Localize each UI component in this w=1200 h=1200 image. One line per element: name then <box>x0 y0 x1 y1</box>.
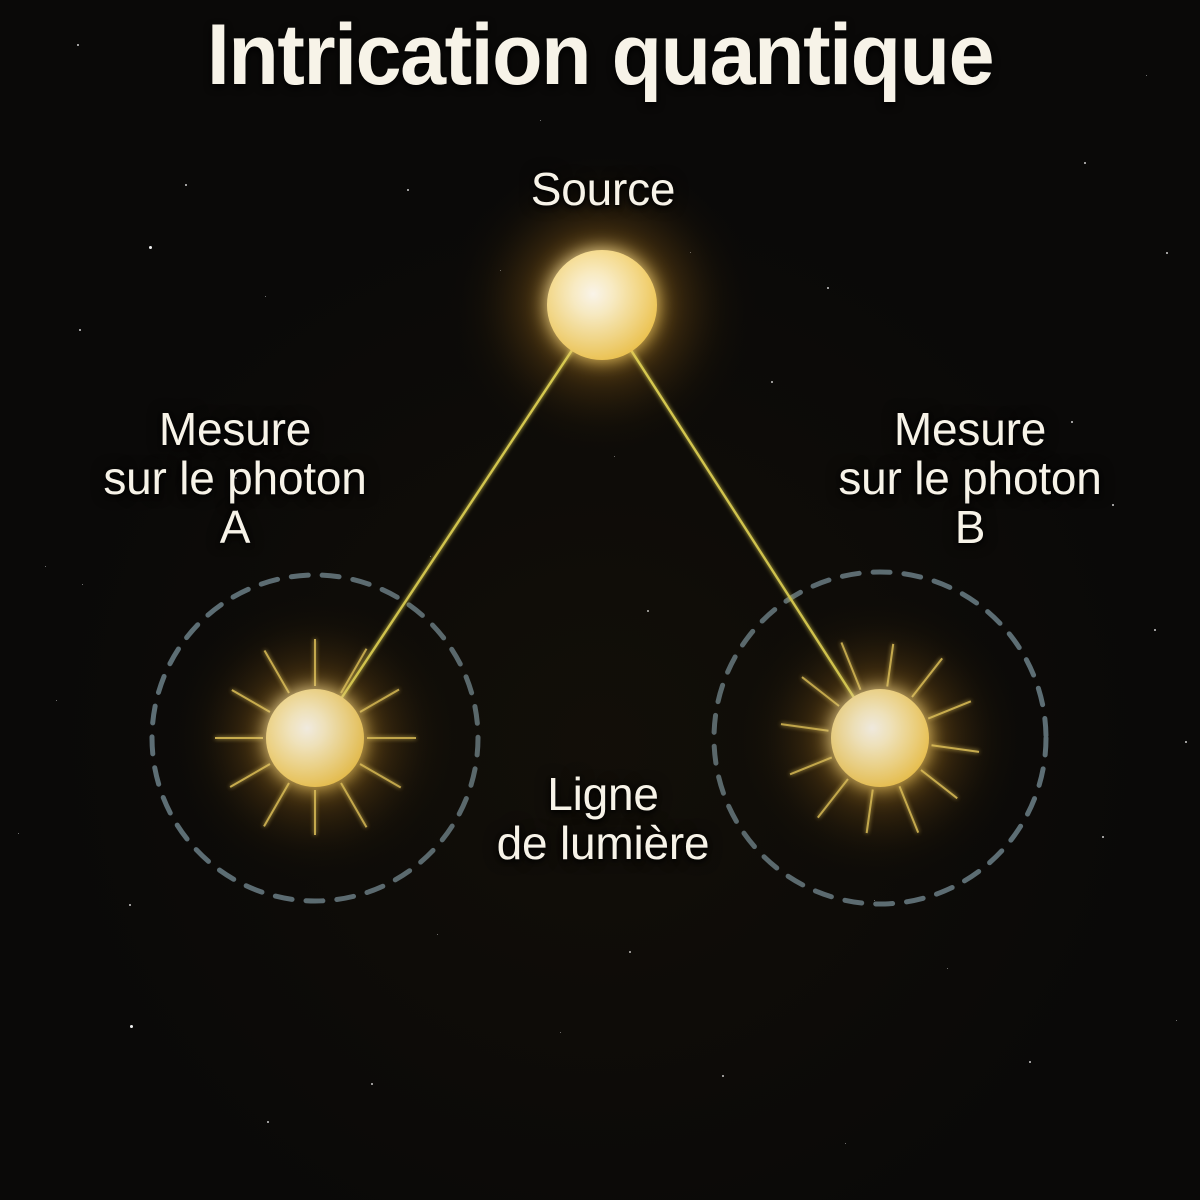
star <box>771 381 773 383</box>
node-source <box>547 250 657 360</box>
nodes <box>266 250 929 787</box>
star <box>148 245 152 249</box>
star <box>79 329 81 331</box>
star <box>1112 504 1114 506</box>
label-light-line: Ligne de lumière <box>496 768 710 869</box>
star <box>17 832 19 834</box>
star <box>647 610 649 612</box>
star <box>946 967 948 969</box>
star <box>1029 1061 1031 1063</box>
measure-circle-b <box>711 569 1049 907</box>
star <box>235 477 237 479</box>
label-source: Source <box>530 163 676 215</box>
star <box>1166 252 1168 254</box>
label-measure-photon-a: Mesure sur le photon A <box>103 403 367 553</box>
star <box>371 1083 373 1085</box>
star <box>129 904 131 906</box>
star <box>77 44 79 46</box>
star <box>312 61 314 63</box>
star <box>44 565 46 567</box>
label-measure-photon-b: Mesure sur le photon B <box>838 403 1102 553</box>
photon-b-rays <box>780 642 980 834</box>
star <box>129 1024 133 1028</box>
star <box>436 933 438 935</box>
star <box>904 59 906 61</box>
star <box>267 1121 269 1123</box>
star <box>264 295 266 297</box>
node-photon-a <box>266 689 364 787</box>
star <box>81 583 83 585</box>
entanglement-beams <box>313 304 882 739</box>
star <box>1185 741 1187 743</box>
star <box>873 899 875 901</box>
beam-source-to-a <box>313 304 604 739</box>
star <box>236 509 238 511</box>
star <box>559 1031 561 1033</box>
star <box>539 119 541 121</box>
star <box>844 1142 846 1144</box>
node-photon-b <box>831 689 929 787</box>
photon-a-rays <box>215 639 416 835</box>
star <box>1145 74 1147 76</box>
star <box>722 1075 724 1077</box>
star <box>827 287 829 289</box>
star <box>1084 162 1086 164</box>
star <box>407 189 409 191</box>
star <box>1071 421 1073 423</box>
page-title: Intrication quantique <box>206 7 995 103</box>
star <box>1102 836 1104 838</box>
star <box>429 555 431 557</box>
star <box>1154 629 1156 631</box>
star <box>55 699 57 701</box>
star <box>1175 1019 1177 1021</box>
star <box>185 184 187 186</box>
beam-source-to-b <box>600 304 882 739</box>
star <box>629 951 631 953</box>
